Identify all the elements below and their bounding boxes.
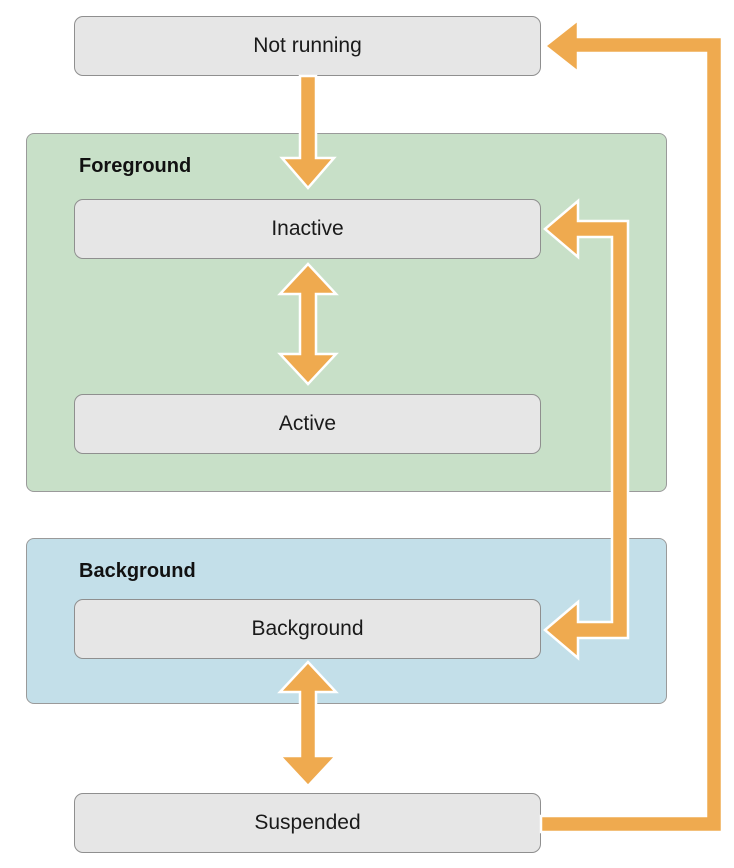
- background-group-title: Background: [79, 560, 196, 582]
- state-suspended-label: Suspended: [254, 811, 361, 834]
- foreground-group-title: Foreground: [79, 155, 192, 177]
- state-not-running-label: Not running: [253, 34, 362, 57]
- arrow-background-suspended: [277, 660, 339, 788]
- arrow-suspended-to-not-running: [539, 17, 724, 834]
- state-active-label: Active: [278, 412, 337, 435]
- state-suspended: Suspended: [74, 793, 541, 853]
- arrow-inactive-active: [277, 262, 339, 386]
- state-inactive: Inactive: [74, 199, 541, 259]
- state-background: Background: [74, 599, 541, 659]
- state-inactive-label: Inactive: [271, 217, 344, 240]
- arrow-inactive-background: [543, 198, 630, 661]
- state-not-running: Not running: [74, 16, 541, 76]
- state-background-label: Background: [251, 617, 364, 640]
- arrow-not-running-to-inactive: [279, 74, 337, 190]
- state-active: Active: [74, 394, 541, 454]
